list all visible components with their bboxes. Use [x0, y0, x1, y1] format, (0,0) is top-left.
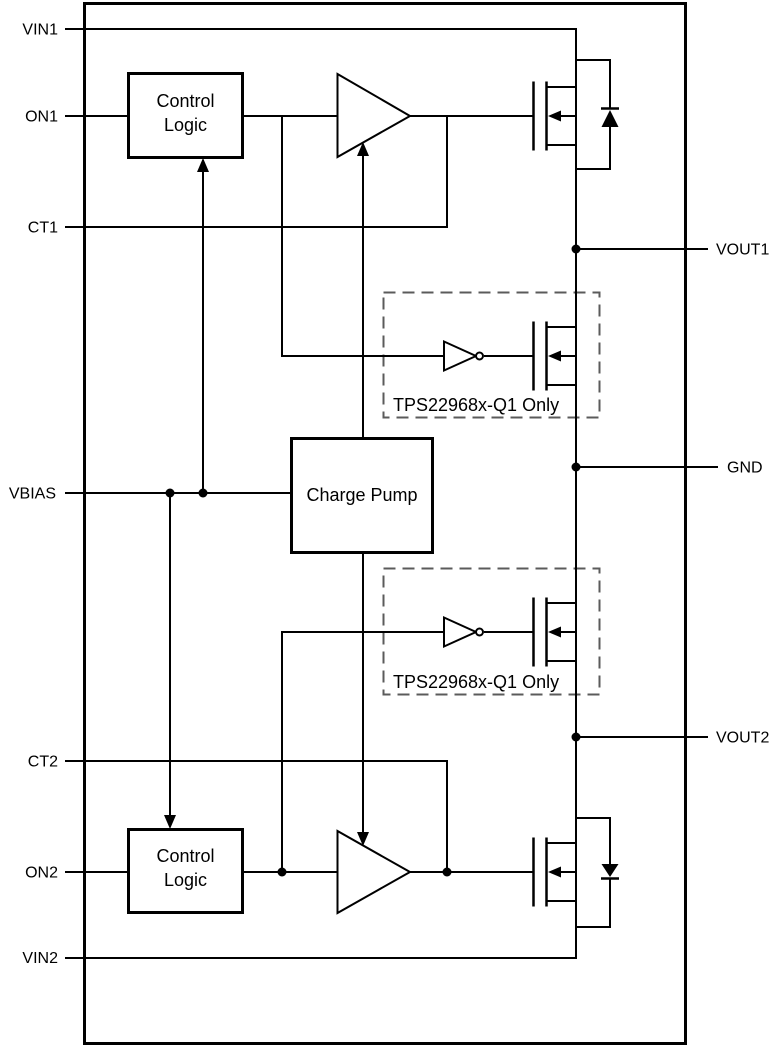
- control-logic-1-label-line2: Logic: [164, 115, 207, 135]
- charge-pump-block: [290, 437, 434, 554]
- control-logic-1-label-line1: Control: [156, 91, 214, 111]
- mosfet-qod-2-body-arrow: [548, 626, 561, 638]
- arrow-into-amp-2: [357, 832, 369, 846]
- wire-on2-to-inverter2: [281, 631, 444, 872]
- body-diode-1-bottom-lead: [576, 127, 611, 170]
- inverter-1-bubble: [475, 351, 484, 361]
- mosfet-qod-1-body-arrow: [548, 350, 561, 362]
- variant-note-1: TPS22968x-Q1 Only: [393, 395, 559, 415]
- body-diode-2-bottom-lead: [576, 879, 611, 928]
- charge-pump-label: Charge Pump: [306, 485, 417, 505]
- inverter-2: [443, 615, 484, 649]
- junction-dot-vout2: [571, 732, 581, 742]
- body-diode-1-triangle: [601, 110, 619, 127]
- wire-on1-to-inverter1: [281, 116, 444, 357]
- inverter-1-triangle: [443, 339, 479, 373]
- inverter-2-bubble: [475, 627, 484, 637]
- junction-dot-vbias-right: [198, 488, 208, 498]
- control-logic-2-label-line2: Logic: [164, 870, 207, 890]
- wire-ct1: [65, 116, 448, 228]
- control-logic-1-block: [127, 72, 244, 159]
- arrow-into-control-logic-1: [197, 158, 209, 172]
- mosfet-pass-2-body-arrow: [548, 866, 561, 878]
- pin-label-vin2: VIN2: [22, 950, 58, 967]
- mosfet-pass-2: [532, 837, 576, 907]
- gate-driver-amp-2: [336, 829, 413, 915]
- mosfet-pass-1-body-arrow: [548, 110, 561, 122]
- control-logic-2-block: [127, 828, 244, 914]
- inverter-1: [443, 339, 484, 373]
- pin-label-vbias: VBIAS: [9, 486, 56, 503]
- mosfet-qod-2: [532, 597, 576, 667]
- body-diode-2-triangle: [601, 864, 619, 877]
- body-diode-1: [576, 59, 619, 170]
- mosfet-pass-1: [532, 81, 576, 151]
- pin-label-vin1: VIN1: [22, 22, 58, 39]
- junction-dot-vbias-left: [165, 488, 175, 498]
- body-diode-2-top-lead: [576, 817, 611, 864]
- body-diode-2: [576, 817, 619, 928]
- junction-dot-gnd: [571, 462, 581, 472]
- junction-dot-vout1: [571, 244, 581, 254]
- pin-label-on1: ON1: [25, 109, 58, 126]
- wire-ct2: [65, 760, 448, 872]
- arrow-into-amp-1: [357, 142, 369, 156]
- arrow-into-control-logic-2: [164, 815, 176, 829]
- control-logic-2-label-line1: Control: [156, 846, 214, 866]
- junction-dot-on2-branch: [277, 867, 287, 877]
- pin-label-ct2: CT2: [28, 754, 58, 771]
- variant-note-2: TPS22968x-Q1 Only: [393, 672, 559, 692]
- pin-label-gnd: GND: [727, 460, 763, 477]
- wires: [65, 28, 718, 959]
- junction-dot-ct2-gate: [442, 867, 452, 877]
- mosfet-qod-1: [532, 321, 576, 391]
- pin-label-on2: ON2: [25, 865, 58, 882]
- body-diode-1-top-lead: [576, 59, 611, 108]
- pin-label-vout2: VOUT2: [716, 730, 769, 747]
- pin-label-ct1: CT1: [28, 220, 58, 237]
- chip-boundary: [83, 2, 687, 1045]
- pin-label-vout1: VOUT1: [716, 242, 769, 259]
- gate-driver-amp-1: [336, 72, 413, 159]
- net-vin-rail: [65, 28, 577, 959]
- inverter-2-triangle: [443, 615, 479, 649]
